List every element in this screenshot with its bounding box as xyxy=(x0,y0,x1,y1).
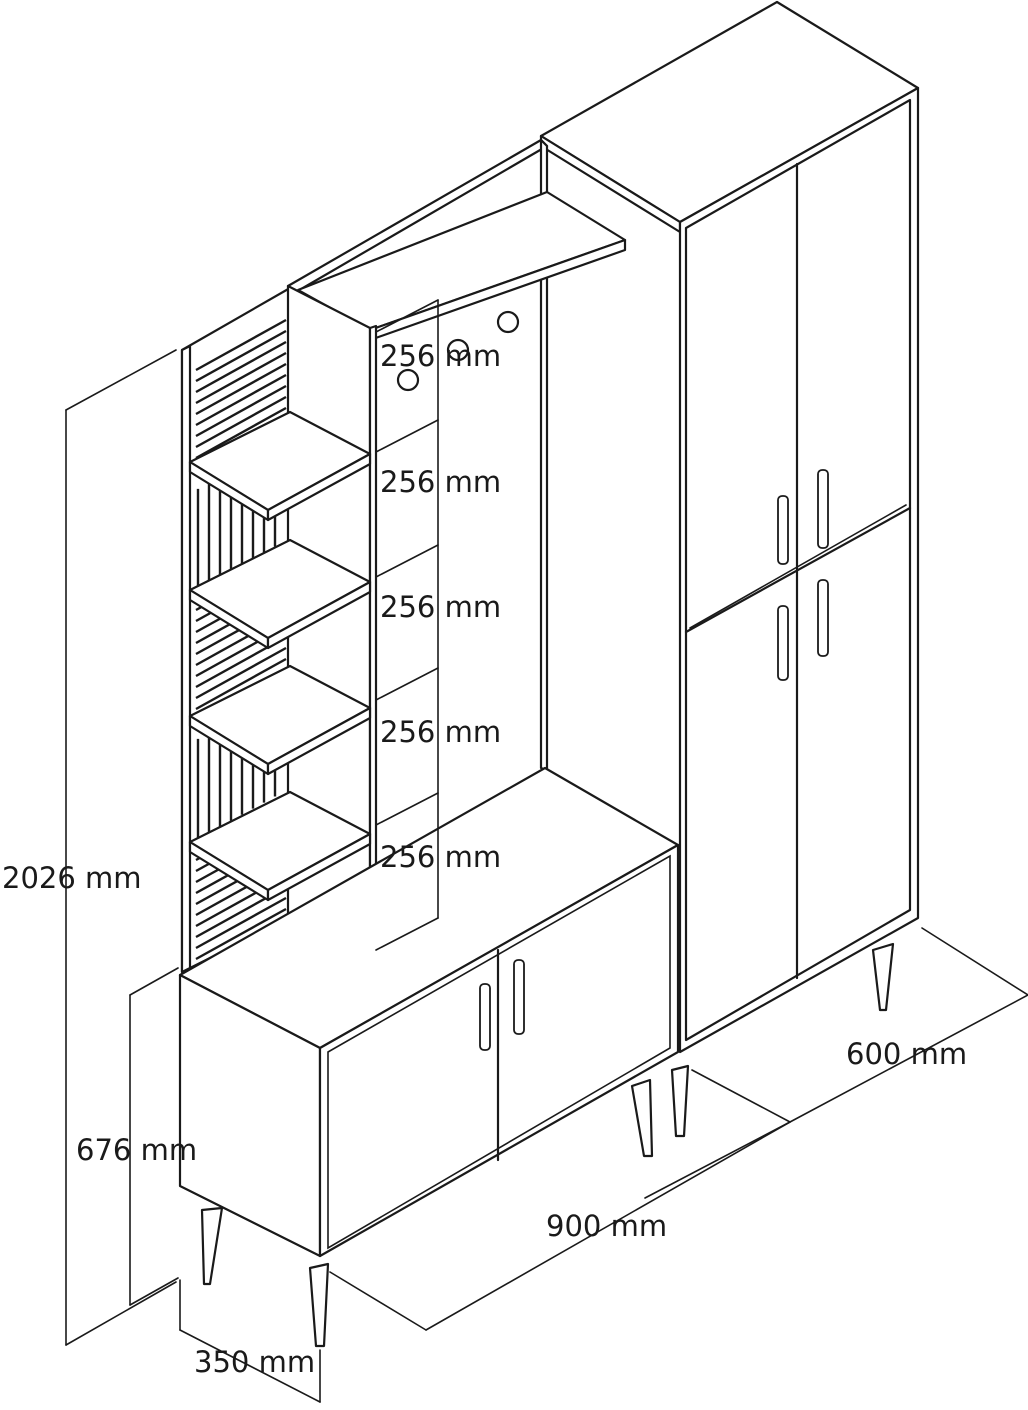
shelf-column xyxy=(188,284,378,960)
slat xyxy=(195,340,287,394)
dimension-labels: 2026 mm 676 mm 350 mm 900 mm 600 mm 256 … xyxy=(2,339,967,1379)
label-wardrobe-width: 600 mm xyxy=(846,1037,967,1071)
slat xyxy=(195,406,287,460)
shelf-front-edge xyxy=(266,706,372,776)
wardrobe xyxy=(539,0,920,1138)
slat xyxy=(195,362,287,416)
slat xyxy=(195,373,287,427)
slat xyxy=(195,907,287,961)
slat xyxy=(195,657,287,711)
label-shelf-spacing-4: 256 mm xyxy=(380,715,501,749)
label-total-height: 2026 mm xyxy=(2,861,142,895)
slat xyxy=(195,351,287,405)
dimension-tick xyxy=(375,667,439,701)
label-shelf-spacing-3: 256 mm xyxy=(380,590,501,624)
label-cabinet-height: 676 mm xyxy=(76,1133,197,1167)
dimension-tick xyxy=(375,299,439,333)
shelf-front-edge xyxy=(266,580,372,650)
dimension-lines xyxy=(65,299,1028,1403)
lower-cabinet xyxy=(178,766,680,1348)
label-depth: 350 mm xyxy=(194,1345,315,1379)
shelf-front-edge xyxy=(266,452,372,522)
dimension-tick xyxy=(375,419,439,453)
hall-tree-frame xyxy=(286,138,627,772)
label-shelf-spacing-5: 256 mm xyxy=(380,840,501,874)
dimension-tick xyxy=(375,792,439,826)
dimension-tick xyxy=(375,917,439,951)
shelf-front-edge xyxy=(266,832,372,902)
slat xyxy=(195,896,287,950)
dimension-tick xyxy=(375,544,439,578)
label-base-width: 900 mm xyxy=(546,1209,667,1243)
slat xyxy=(195,395,287,449)
slat xyxy=(195,646,287,700)
slat xyxy=(195,318,287,372)
slat xyxy=(195,329,287,383)
label-shelf-spacing-1: 256 mm xyxy=(380,339,501,373)
slat xyxy=(195,384,287,438)
label-shelf-spacing-2: 256 mm xyxy=(380,465,501,499)
